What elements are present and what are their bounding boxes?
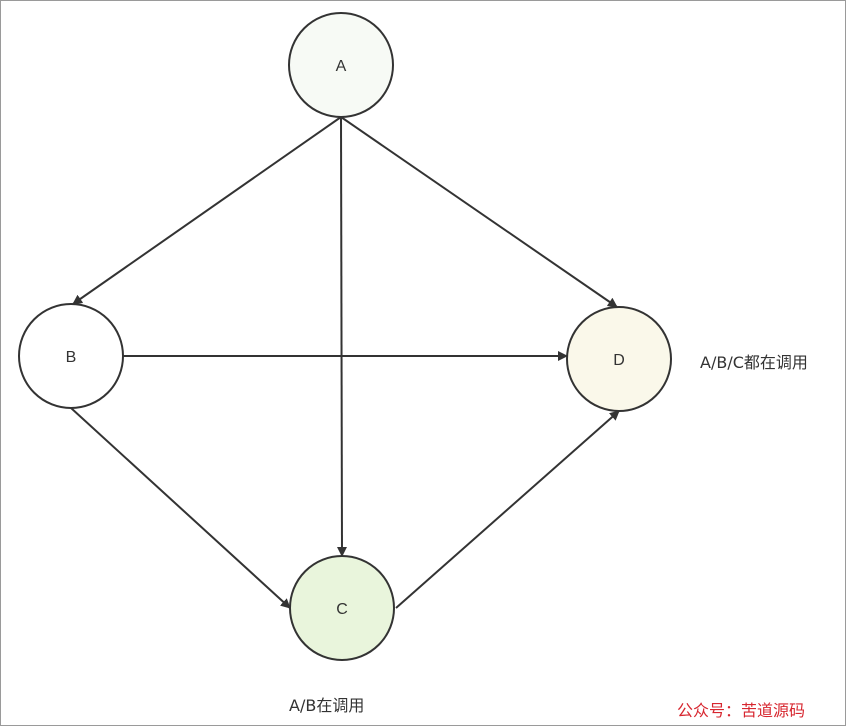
edge-a-to-d xyxy=(340,116,618,308)
node-c: C xyxy=(289,555,395,661)
node-b-circle xyxy=(18,303,124,409)
edge-c-to-d xyxy=(395,410,620,609)
node-a: A xyxy=(288,12,394,118)
node-b: B xyxy=(18,303,124,409)
node-c-label: C xyxy=(336,601,348,618)
watermark-text: 公众号：苦道源码 xyxy=(677,701,806,720)
edges-layer xyxy=(70,116,620,609)
node-c-circle xyxy=(289,555,395,661)
node-a-label: A xyxy=(336,58,347,75)
edge-a-to-c xyxy=(336,116,347,557)
nodes-layer: A B C D xyxy=(18,12,672,661)
edge-b-to-c xyxy=(70,407,291,609)
node-a-circle xyxy=(288,12,394,118)
edge-a-to-b xyxy=(72,116,342,305)
node-d-annotation: A/B/C都在调用 xyxy=(700,353,808,372)
node-d: D xyxy=(566,306,672,412)
node-d-label: D xyxy=(613,352,625,369)
node-b-label: B xyxy=(66,349,77,366)
node-c-annotation: A/B在调用 xyxy=(289,696,365,715)
node-d-circle xyxy=(566,306,672,412)
